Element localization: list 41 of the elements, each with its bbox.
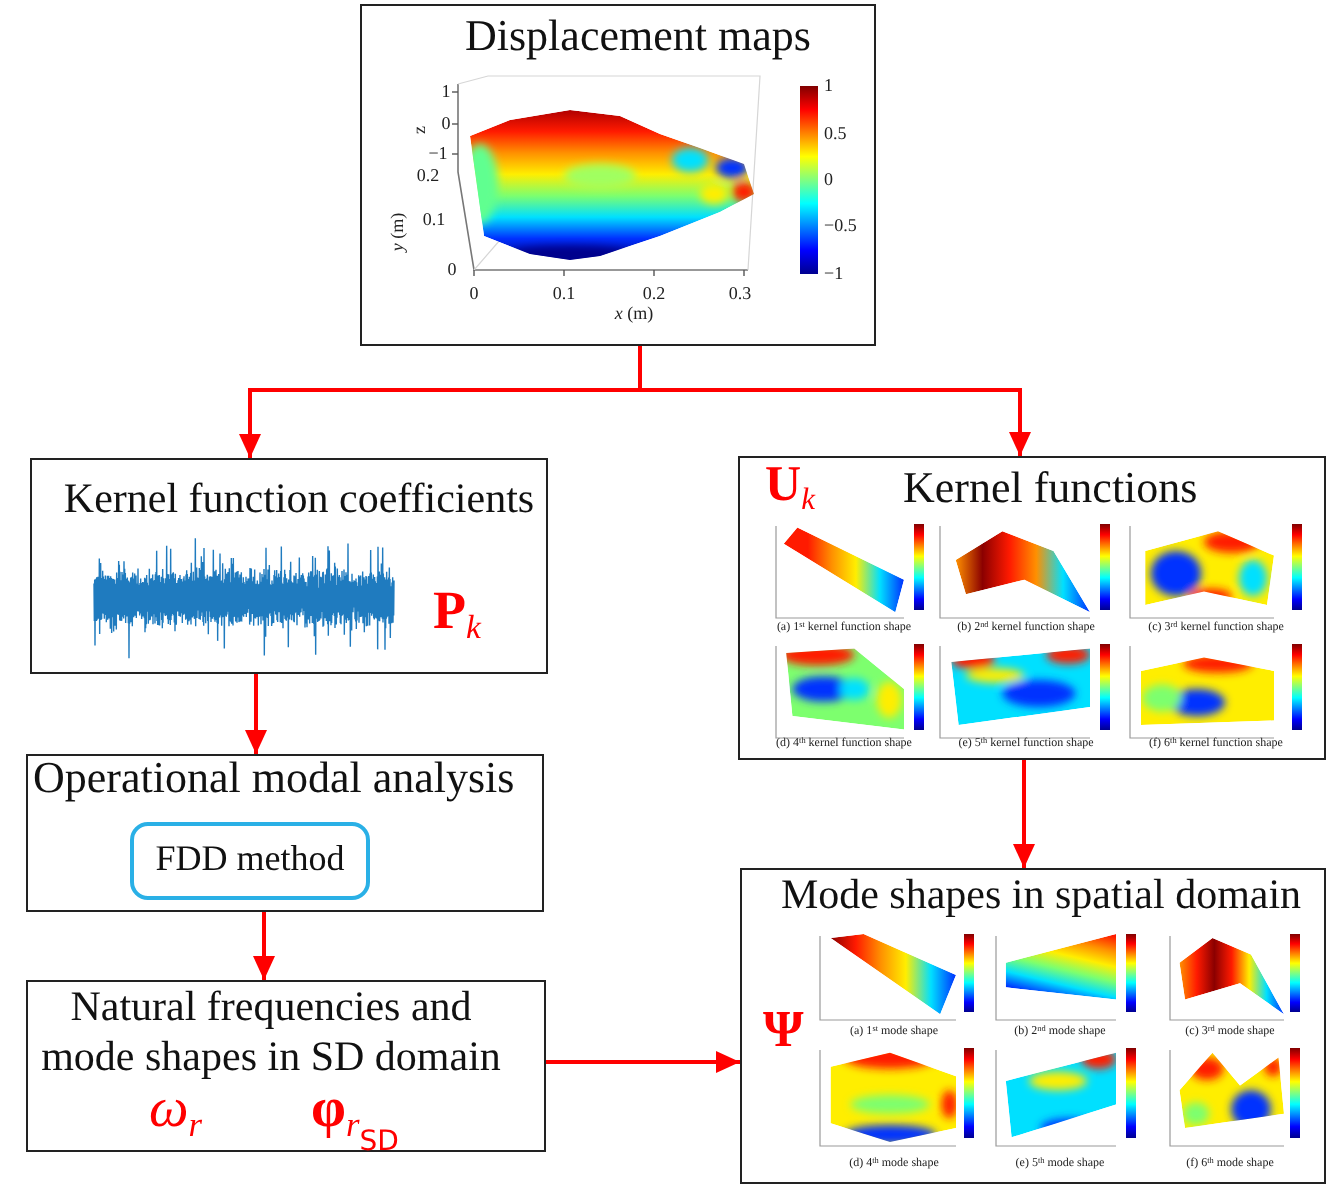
tick-label: 0.2: [416, 167, 440, 185]
tick-label: 0.2: [642, 285, 666, 303]
tick-label: 0.1: [552, 285, 576, 303]
axis-title: y (m): [389, 212, 407, 252]
math-symbol: P$_{k}$: [433, 583, 481, 645]
process-box: [26, 754, 544, 912]
process-box: [26, 980, 546, 1152]
method-label: FDD method: [155, 840, 345, 876]
axis-title: z: [411, 126, 429, 134]
tick-label: −0.5: [824, 217, 857, 235]
box-title: Kernel function coefficients: [63, 477, 535, 519]
tick-label: 0: [469, 285, 479, 303]
tick-label: 1: [824, 77, 833, 95]
arrow: [245, 674, 267, 754]
process-box: [740, 868, 1326, 1184]
axis-title: x (m): [614, 305, 654, 323]
tick-label: 0.3: [728, 285, 752, 303]
tick-label: 0.5: [824, 125, 847, 143]
arrow: [546, 1051, 740, 1073]
process-box: [360, 4, 876, 346]
method-box: [129, 821, 369, 899]
tick-label: −1: [824, 265, 844, 283]
tick-label: 0: [447, 261, 457, 279]
tick-label: −1: [428, 145, 448, 163]
tick-label: 0: [824, 171, 833, 189]
box-title: Kernel functions: [903, 465, 1198, 509]
box-title: Mode shapes in spatial domain: [780, 873, 1302, 915]
process-box: [738, 456, 1326, 760]
box-title: Operational modal analysis: [33, 755, 515, 799]
tick-label: 0.1: [422, 211, 446, 229]
arrow: [638, 346, 1031, 456]
box-title: Natural frequencies and mode shapes in SD domain: [39, 981, 503, 1081]
math-symbol: U$_{k}$: [765, 459, 815, 516]
math-symbol: Ψ: [763, 1003, 804, 1055]
tick-label: 0: [441, 115, 451, 133]
arrow: [253, 912, 275, 980]
box-title: Displacement maps: [465, 13, 811, 57]
arrow: [1013, 760, 1035, 868]
math-symbol: ω$_{r}$: [149, 1081, 203, 1143]
process-box: [30, 458, 548, 674]
tick-label: 1: [441, 83, 451, 101]
